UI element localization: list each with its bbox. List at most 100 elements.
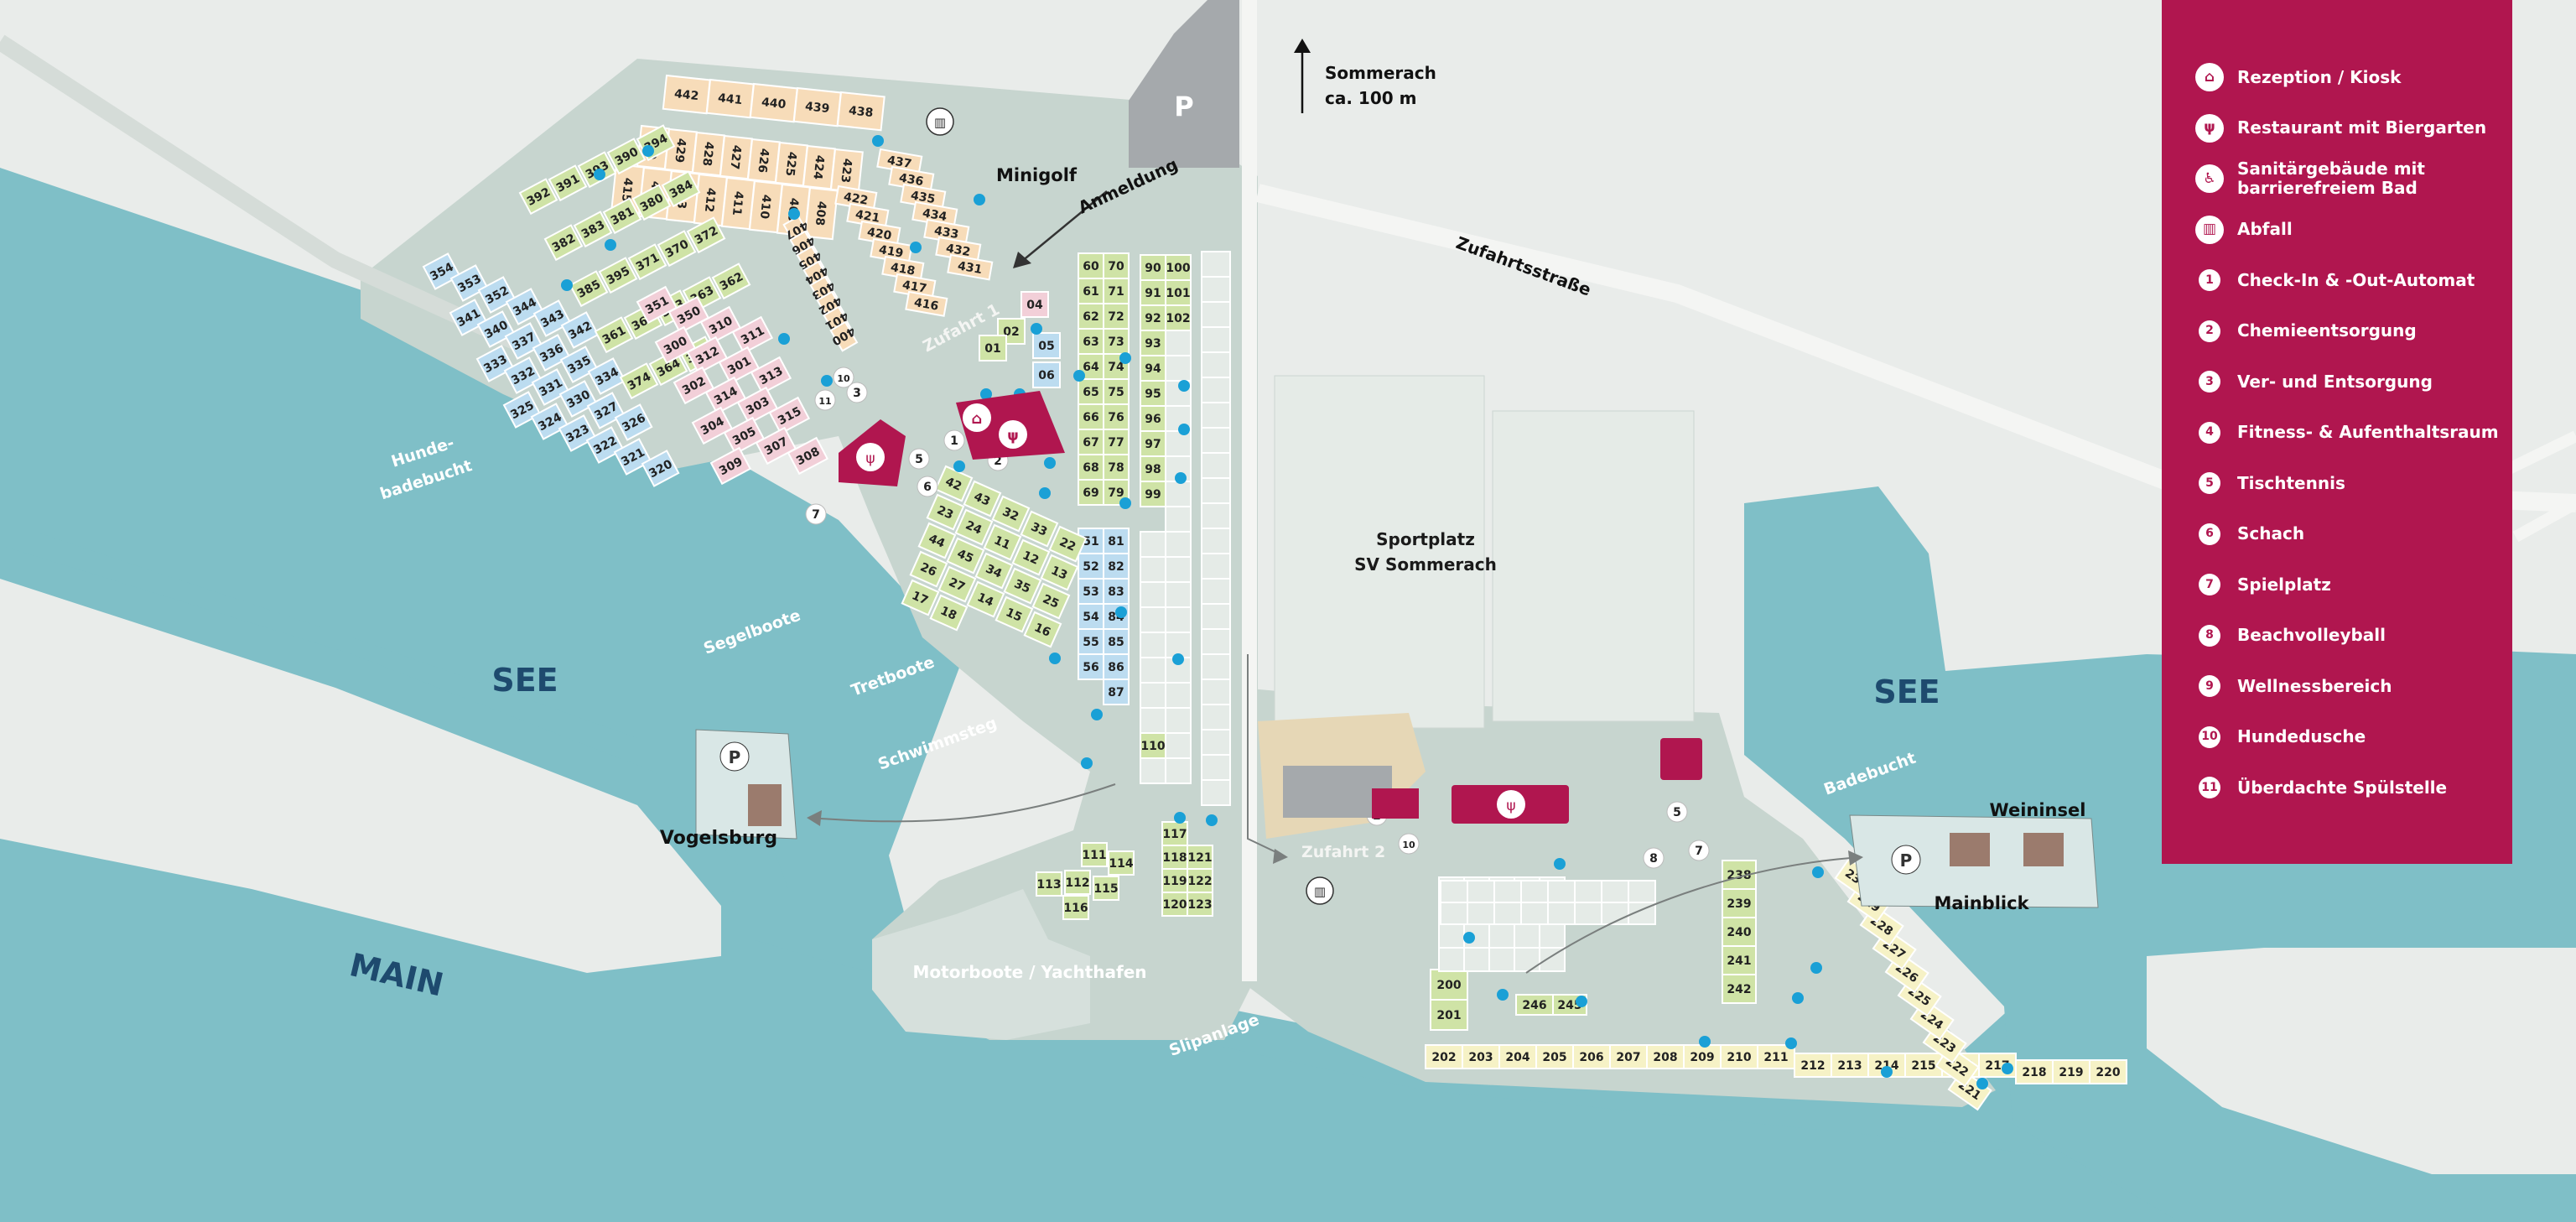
pitch-[interactable] [1467, 902, 1495, 925]
pitch-115[interactable]: 115 [1093, 876, 1119, 901]
pitch-92[interactable]: 92 [1140, 304, 1166, 331]
pitch-18[interactable]: 18 [929, 594, 969, 632]
pitch-97[interactable]: 97 [1140, 430, 1166, 457]
pitch-[interactable] [1574, 880, 1602, 903]
pitch-[interactable] [1165, 682, 1192, 709]
pitch-[interactable] [1201, 679, 1231, 705]
pitch-[interactable] [1165, 531, 1192, 558]
pitch-11[interactable]: 11 [983, 523, 1022, 561]
pitch-[interactable] [1201, 402, 1231, 429]
pitch-[interactable] [1201, 653, 1231, 680]
facility-marker-5[interactable]: 5 [1666, 801, 1688, 823]
pitch-326[interactable]: 326 [614, 403, 653, 441]
pitch-[interactable] [1140, 757, 1166, 784]
pitch-99[interactable]: 99 [1140, 481, 1166, 507]
pitch-85[interactable]: 85 [1103, 628, 1130, 655]
pitch-27[interactable]: 27 [937, 565, 977, 603]
service-point-5[interactable] [910, 242, 922, 253]
pitch-[interactable] [1201, 704, 1231, 731]
pitch-400[interactable]: 400 [827, 320, 860, 353]
pitch-417[interactable]: 417 [893, 273, 937, 299]
pitch-98[interactable]: 98 [1140, 455, 1166, 482]
service-point-14[interactable] [1044, 457, 1056, 469]
pitch-334[interactable]: 334 [587, 357, 626, 395]
pitch-54[interactable]: 54 [1078, 603, 1104, 630]
pitch-241[interactable]: 241 [1722, 945, 1757, 975]
pitch-[interactable] [1165, 732, 1192, 759]
pitch-[interactable] [1201, 578, 1231, 605]
pitch-309[interactable]: 309 [709, 446, 752, 486]
service-point-15[interactable] [1039, 487, 1051, 499]
service-point-11[interactable] [1031, 323, 1042, 335]
pitch-[interactable] [1140, 632, 1166, 658]
pitch-324[interactable]: 324 [530, 403, 569, 440]
pitch-[interactable] [1140, 657, 1166, 684]
pitch-118[interactable]: 118 [1161, 845, 1188, 870]
service-point-7[interactable] [605, 239, 616, 251]
pitch-77[interactable]: 77 [1103, 429, 1130, 455]
pitch-13[interactable]: 13 [1040, 554, 1079, 591]
pitch-[interactable] [1547, 880, 1576, 903]
pitch-382[interactable]: 382 [543, 224, 584, 262]
pitch-[interactable] [1493, 880, 1522, 903]
pitch-[interactable] [1140, 581, 1166, 608]
pitch-220[interactable]: 220 [2089, 1059, 2127, 1084]
pitch-[interactable] [1201, 351, 1231, 378]
pitch-16[interactable]: 16 [1023, 611, 1062, 648]
pitch-211[interactable]: 211 [1757, 1044, 1795, 1069]
pitch-26[interactable]: 26 [909, 550, 948, 588]
pitch-239[interactable]: 239 [1722, 888, 1757, 918]
pitch-[interactable] [1140, 531, 1166, 558]
pitch-60[interactable]: 60 [1078, 252, 1104, 279]
pitch-240[interactable]: 240 [1722, 917, 1757, 947]
pitch-[interactable] [1165, 405, 1192, 432]
pitch-110[interactable]: 110 [1140, 732, 1166, 759]
pitch-95[interactable]: 95 [1140, 380, 1166, 407]
service-point-28[interactable] [1206, 814, 1218, 826]
service-point-13[interactable] [980, 388, 992, 400]
pitch-[interactable] [1201, 301, 1231, 328]
pitch-34[interactable]: 34 [974, 552, 1014, 590]
pitch-381[interactable]: 381 [602, 197, 642, 235]
pitch-330[interactable]: 330 [558, 380, 598, 418]
pitch-423[interactable]: 423 [829, 148, 864, 194]
pitch-342[interactable]: 342 [560, 311, 600, 349]
pitch-210[interactable]: 210 [1720, 1044, 1758, 1069]
pitch-111[interactable]: 111 [1081, 842, 1108, 867]
service-point-16[interactable] [953, 460, 965, 472]
pitch-[interactable] [1520, 902, 1549, 925]
pitch-333[interactable]: 333 [475, 345, 515, 382]
pitch-353[interactable]: 353 [449, 264, 489, 302]
pitch-[interactable] [1140, 682, 1166, 709]
pitch-203[interactable]: 203 [1462, 1044, 1500, 1069]
pitch-05[interactable]: 05 [1032, 332, 1061, 359]
service-point-36[interactable] [1785, 1037, 1797, 1049]
pitch-[interactable] [1165, 355, 1192, 382]
pitch-305[interactable]: 305 [723, 416, 766, 455]
pitch-14[interactable]: 14 [966, 580, 1005, 618]
pitch-23[interactable]: 23 [926, 493, 965, 531]
pitch-123[interactable]: 123 [1187, 892, 1213, 917]
pitch-433[interactable]: 433 [923, 218, 970, 246]
facility-marker-7[interactable]: 7 [805, 503, 827, 525]
pitch-[interactable] [1165, 757, 1192, 784]
pitch-35[interactable]: 35 [1003, 567, 1042, 605]
pitch-90[interactable]: 90 [1140, 254, 1166, 281]
pitch-201[interactable]: 201 [1430, 999, 1468, 1031]
pitch-55[interactable]: 55 [1078, 628, 1104, 655]
pitch-[interactable] [1201, 452, 1231, 479]
pitch-116[interactable]: 116 [1062, 895, 1089, 920]
pitch-301[interactable]: 301 [718, 346, 761, 385]
pitch-112[interactable]: 112 [1064, 870, 1091, 895]
service-point-37[interactable] [1881, 1066, 1893, 1078]
pitch-374[interactable]: 374 [619, 362, 659, 400]
pitch-[interactable] [1547, 902, 1576, 925]
pitch-[interactable] [1201, 553, 1231, 580]
pitch-93[interactable]: 93 [1140, 330, 1166, 356]
pitch-[interactable] [1488, 923, 1515, 949]
service-point-9[interactable] [778, 333, 790, 345]
pitch-62[interactable]: 62 [1078, 303, 1104, 330]
pitch-320[interactable]: 320 [641, 450, 680, 487]
service-point-10[interactable] [821, 375, 833, 387]
service-point-26[interactable] [1081, 757, 1093, 769]
